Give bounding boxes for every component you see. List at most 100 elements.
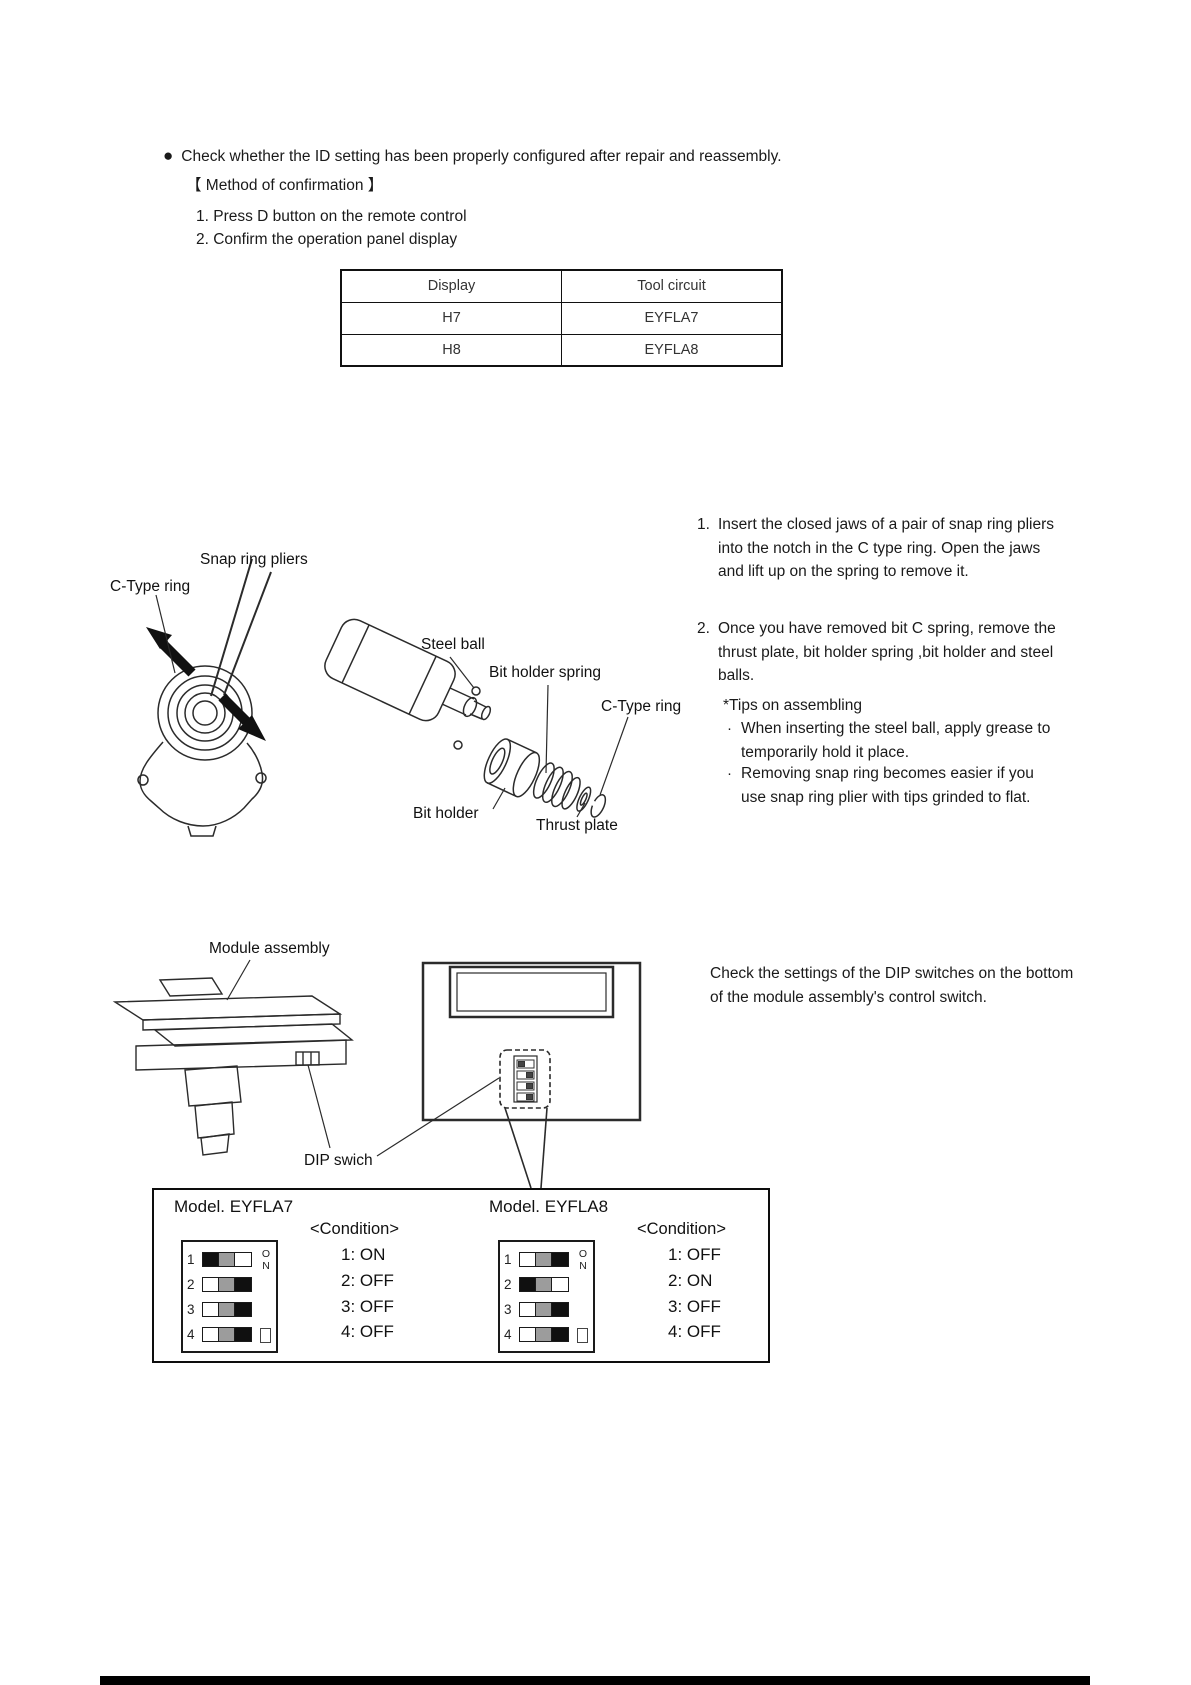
module-assembly-label: Module assembly — [209, 940, 330, 957]
display-value: H8 — [340, 333, 562, 367]
tool-front-view-drawing — [137, 558, 272, 837]
condition-item: 2: OFF — [341, 1270, 394, 1290]
leader-line — [599, 716, 629, 796]
tool-exploded-view-drawing — [324, 618, 629, 818]
dip-row-number: 4 — [187, 1327, 195, 1342]
condition-item: 1: OFF — [668, 1245, 721, 1264]
bit-holder-label: Bit holder — [413, 805, 479, 822]
bit-holder-spring-label: Bit holder spring — [489, 664, 602, 681]
disassembly-step-1: 1. Insert the closed jaws of a pair of s… — [697, 513, 1059, 584]
leader-line — [540, 1107, 548, 1189]
spring-and-rings-drawing — [532, 762, 607, 818]
leader-line — [492, 787, 506, 810]
condition-item: 3: OFF — [341, 1296, 394, 1316]
tool-circuit-value: EYFLA8 — [561, 333, 783, 367]
step-text: Once you have removed bit C spring, remo… — [718, 620, 1056, 684]
tip-bullet-icon: · — [727, 765, 732, 782]
dip-row-number: 2 — [187, 1277, 195, 1292]
dip-switch-graphic-eyfla8: 1 2 3 4 ON — [498, 1240, 595, 1353]
spread-arrow-icon — [146, 627, 196, 677]
dip-row-number: 4 — [504, 1327, 512, 1342]
tip-text: Removing snap ring becomes easier if you… — [741, 765, 1034, 806]
c-type-ring-label: C-Type ring — [110, 578, 191, 595]
tool-circuit-column-header: Tool circuit — [561, 269, 783, 303]
dip-switch-note: Check the settings of the DIP switches o… — [710, 965, 1074, 1006]
step-text: Insert the closed jaws of a pair of snap… — [718, 516, 1055, 580]
dip-row-number: 1 — [504, 1252, 512, 1267]
tool-circuit-value: EYFLA7 — [561, 301, 783, 335]
display-table: Display Tool circuit H7 EYFLA7 H8 EYFLA8 — [340, 269, 783, 367]
dip-switch-cells — [519, 1277, 569, 1292]
condition-list-eyfla7: 1: ON 2: OFF 3: OFF 4: OFF — [341, 1242, 394, 1345]
dip-switch-cells — [202, 1327, 252, 1342]
tip-item: · Removing snap ring becomes easier if y… — [727, 762, 1062, 809]
check-note-text: Check whether the ID setting has been pr… — [181, 148, 782, 165]
dip-switch-row: 1 — [504, 1247, 593, 1272]
dip-row-number: 1 — [187, 1252, 195, 1267]
confirmation-step-1: 1. Press D button on the remote control — [196, 208, 467, 225]
dip-end-box — [577, 1328, 588, 1343]
leader-line — [576, 802, 586, 818]
leader-line — [449, 656, 475, 689]
dip-switch-cells — [202, 1302, 252, 1317]
plier-jaw-line — [223, 571, 272, 696]
tips-heading: *Tips on assembling — [723, 697, 862, 714]
on-direction-label: ON — [260, 1248, 272, 1272]
model-eyfla8-title: Model. EYFLA8 — [489, 1197, 609, 1216]
condition-heading: <Condition> — [637, 1220, 726, 1238]
display-value: H7 — [340, 301, 562, 335]
condition-item: 3: OFF — [668, 1296, 721, 1316]
method-of-confirmation-heading: 【 Method of confirmation 】 — [186, 177, 384, 194]
snap-ring-pliers-label: Snap ring pliers — [200, 551, 308, 568]
bullet-icon: ● — [163, 146, 174, 165]
module-diagram — [112, 959, 642, 1189]
condition-item: 4: OFF — [668, 1322, 721, 1342]
dip-switch-row: 1 — [187, 1247, 276, 1272]
dip-settings-box: Model. EYFLA7 <Condition> 1 2 3 4 ON 1: … — [152, 1188, 770, 1363]
tip-item: · When inserting the steel ball, apply g… — [727, 717, 1062, 764]
steel-ball-drawing — [471, 686, 481, 696]
id-setting-check-note: ● Check whether the ID setting has been … — [163, 145, 993, 169]
spread-arrow-icon — [218, 693, 266, 741]
table-header-row: Display Tool circuit — [340, 269, 783, 303]
disassembly-diagram — [137, 558, 629, 837]
dip-switch-highlight-box — [499, 1049, 551, 1109]
dip-switch-part-drawing — [513, 1055, 538, 1103]
dip-row-number: 3 — [187, 1302, 195, 1317]
dip-row-number: 3 — [504, 1302, 512, 1317]
dip-switch-cells — [519, 1252, 569, 1267]
step-number: 1. — [697, 516, 710, 533]
dip-switch-cells — [202, 1252, 252, 1267]
dip-switch-label: DIP swich — [304, 1152, 373, 1169]
dip-switch-row: 2 — [187, 1272, 276, 1297]
steel-ball-label: Steel ball — [421, 636, 485, 653]
condition-list-eyfla8: 1: OFF 2: ON 3: OFF 4: OFF — [668, 1242, 721, 1345]
display-column-header: Display — [340, 269, 562, 303]
dip-row-number: 2 — [504, 1277, 512, 1292]
dip-end-box — [260, 1328, 271, 1343]
page-footer-bar — [100, 1676, 1090, 1685]
steel-ball-drawing — [453, 740, 463, 750]
condition-item: 4: OFF — [341, 1322, 394, 1342]
leader-line — [155, 594, 176, 674]
disassembly-step-2: 2. Once you have removed bit C spring, r… — [697, 617, 1059, 688]
plier-jaw-line — [210, 558, 253, 697]
dip-switch-row: 3 — [187, 1297, 276, 1322]
leader-line — [226, 959, 251, 1001]
tip-bullet-icon: · — [727, 720, 732, 737]
dip-switch-part-drawing — [295, 1051, 320, 1066]
dip-switch-cells — [519, 1327, 569, 1342]
step-number: 2. — [697, 620, 710, 637]
leader-line — [376, 1077, 500, 1157]
condition-heading: <Condition> — [310, 1220, 399, 1238]
dip-switch-row: 4 — [187, 1322, 276, 1347]
dip-switch-cells — [202, 1277, 252, 1292]
leader-line — [545, 684, 549, 774]
dip-switch-cells — [519, 1302, 569, 1317]
bit-holder-drawing — [483, 738, 541, 798]
table-row: H7 EYFLA7 — [340, 301, 783, 335]
module-bottom-view-drawing — [376, 961, 642, 1189]
confirmation-step-2: 2. Confirm the operation panel display — [196, 231, 458, 248]
leader-line — [504, 1107, 532, 1189]
module-assembly-drawing — [112, 959, 354, 1156]
